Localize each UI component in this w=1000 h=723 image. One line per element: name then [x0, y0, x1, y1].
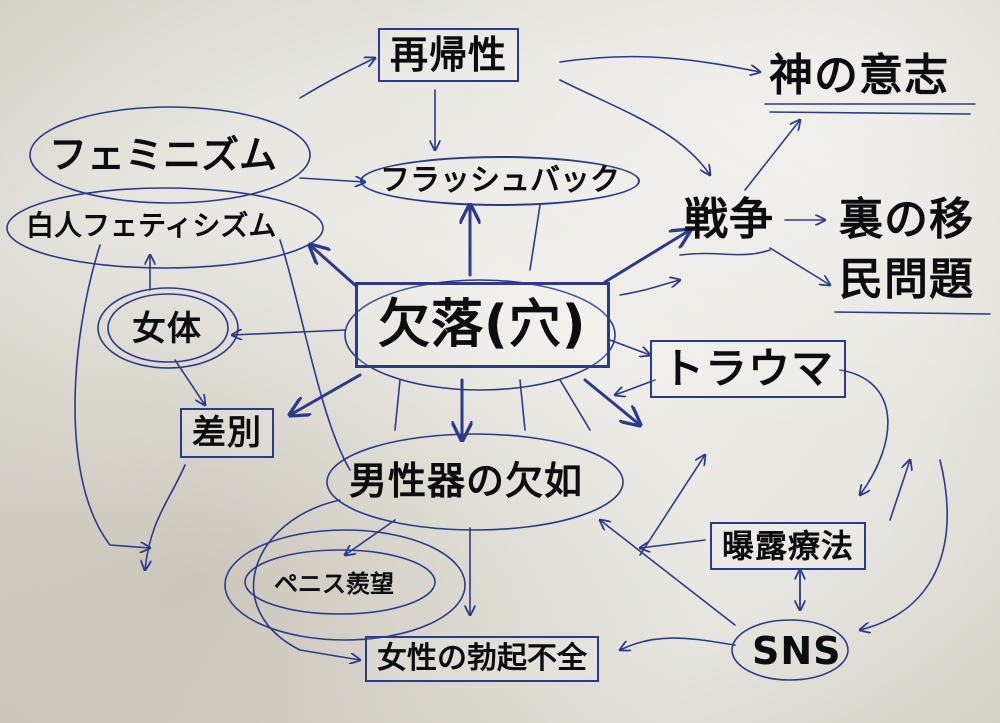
node-ura: 裏の移: [839, 194, 974, 245]
arrow-senso-imin: [769, 247, 830, 285]
arrow-hakujin-loop: [74, 244, 150, 548]
oval-danseiki: [326, 433, 624, 531]
arrow-nyotai-sabetsu: [174, 359, 205, 405]
arrow-feminism-flashback: [299, 178, 365, 182]
arrow-feminism-saiki: [299, 58, 375, 99]
line-hakujin-danseiki: [279, 239, 351, 471]
arrow-up-trauma: [639, 455, 705, 556]
oval-ketsuraku: [344, 279, 616, 391]
line-center-down-2: [559, 379, 591, 431]
node-saiki: 再帰性: [378, 28, 520, 82]
node-danseiki: 男性器の欠如: [349, 459, 584, 503]
node-nyotai: 女体: [132, 309, 202, 349]
arrow-saiki-kami: [559, 55, 760, 72]
arrow-sabetsu-down: [145, 464, 186, 570]
oval-nyotai: [107, 293, 229, 363]
line-center-down-3: [394, 379, 401, 431]
arrow-center-senso: [603, 230, 690, 284]
arrow-sns-danseiki: [600, 520, 736, 626]
line-center-down-1: [519, 379, 526, 431]
arrow-saiki-senso: [559, 79, 710, 175]
node-feminism: フェミニズム: [49, 133, 278, 177]
node-kami: 神の意志: [769, 50, 949, 101]
node-sns: SNS: [752, 629, 842, 673]
line-senso-under: [679, 249, 771, 256]
arrow-senso-kami: [744, 120, 800, 191]
arrow-danseiki-loop: [252, 499, 360, 660]
underline-kami-2: [769, 111, 971, 115]
oval-hakujin: [6, 187, 324, 269]
oval-sns: [731, 619, 849, 681]
arrow-center-sabetsu: [290, 373, 362, 415]
arrow-center-hakujin: [310, 245, 357, 287]
arrow-center-right: [619, 280, 680, 296]
node-flashback: フラッシュバック: [360, 156, 640, 206]
arrow-center-trauma-low: [583, 378, 640, 425]
arrow-center-trauma: [609, 339, 650, 355]
arrow-trauma-center: [615, 379, 656, 395]
node-bakuro: 曝露療法: [710, 522, 867, 570]
arrow-bakuro-left: [640, 539, 706, 548]
node-ketsuraku: 欠落(穴): [355, 282, 610, 368]
node-penis: ペニス羨望: [274, 570, 394, 598]
arrow-sns-bokki: [620, 637, 736, 650]
node-hakujin: 白人フェティシズム: [26, 209, 277, 242]
oval-penis: [244, 549, 436, 615]
underline-imin: [834, 311, 991, 315]
node-bokki: 女性の勃起不全: [365, 636, 599, 682]
oval-penis-outer: [224, 529, 466, 641]
node-imin: 民問題: [839, 254, 974, 305]
arrow-trauma-bakuro: [839, 369, 889, 495]
oval-feminism: [29, 106, 311, 204]
node-sabetsu: 差別: [180, 408, 274, 458]
oval-nyotai-outer: [97, 287, 239, 369]
arrow-right-up: [889, 460, 910, 521]
line-center-up: [529, 204, 541, 271]
arrow-right-sns: [860, 459, 948, 630]
node-senso: 戦争: [684, 194, 774, 245]
node-trauma: トラウマ: [650, 340, 847, 398]
arrow-center-nyotai: [232, 330, 346, 335]
arrow-danseiki-penis: [345, 519, 396, 555]
